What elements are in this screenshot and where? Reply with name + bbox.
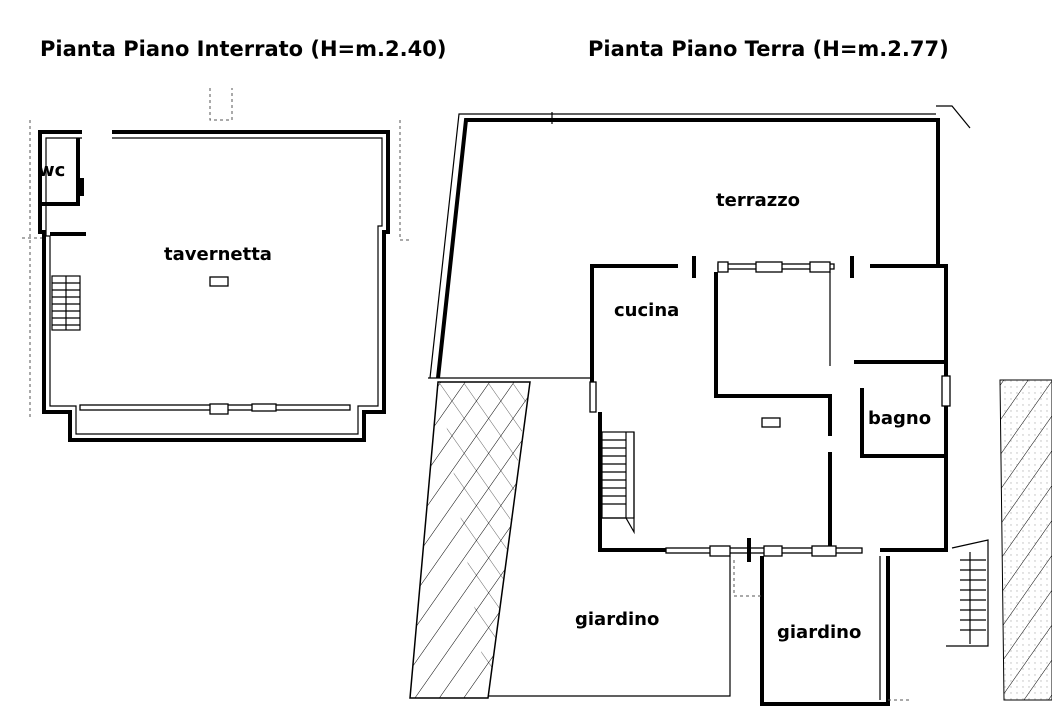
ground-ceiling-light <box>761 417 781 428</box>
room-wc-label: wc <box>38 160 65 181</box>
terrace-outline <box>436 118 940 379</box>
house-wall-sw <box>598 412 666 552</box>
central-room-wall <box>714 272 832 436</box>
right-garden-outline <box>760 556 890 706</box>
room-giardino-left-label: giardino <box>575 609 659 630</box>
room-tavernetta-label: tavernetta <box>164 244 272 265</box>
basement-plan: wc tavernetta <box>22 88 412 442</box>
basement-plan-title: Pianta Piano Interrato (H=m.2.40) <box>40 37 446 61</box>
wc-wall <box>40 138 80 206</box>
ground-plan: terrazzo cucina bagno giardino giardino <box>409 105 1052 706</box>
house-wall-ne <box>870 264 948 376</box>
room-giardino-right-label: giardino <box>777 622 861 643</box>
ground-plan-title: Pianta Piano Terra (H=m.2.77) <box>588 37 949 61</box>
room-terrazzo-label: terrazzo <box>716 190 800 211</box>
outside-stairs <box>946 539 989 647</box>
room-bagno-label: bagno <box>868 408 931 429</box>
left-garden-outline <box>488 556 731 697</box>
house-wall-nw <box>590 264 678 382</box>
basement-ceiling-light <box>209 276 229 287</box>
ground-stairs <box>601 431 635 535</box>
room-cucina-label: cucina <box>614 300 679 321</box>
basement-outer-wall <box>38 130 390 442</box>
basement-stairs <box>51 275 81 331</box>
